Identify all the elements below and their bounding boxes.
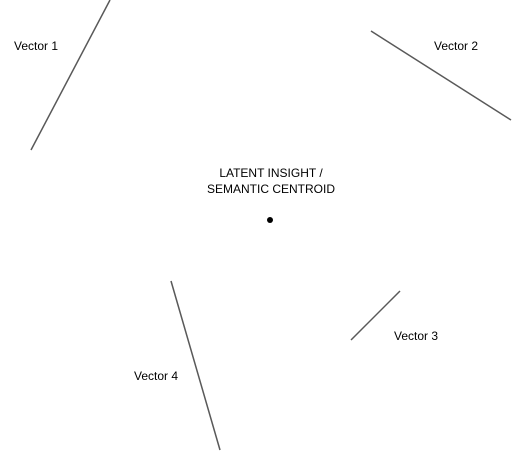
vector-3-label: Vector 3 (394, 329, 438, 343)
vector-4-label: Vector 4 (134, 369, 178, 383)
centroid-dot (267, 217, 273, 223)
vector-4-line (170, 280, 221, 451)
centroid-title-line-2: SEMANTIC CENTROID (207, 182, 335, 196)
vector-3-line (350, 290, 401, 341)
vector-2-line (370, 30, 512, 121)
vector-1-label: Vector 1 (14, 39, 58, 53)
vector-2-label: Vector 2 (434, 39, 478, 53)
vector-1-line (30, 0, 111, 151)
centroid-title-line-1: LATENT INSIGHT / (219, 166, 323, 180)
